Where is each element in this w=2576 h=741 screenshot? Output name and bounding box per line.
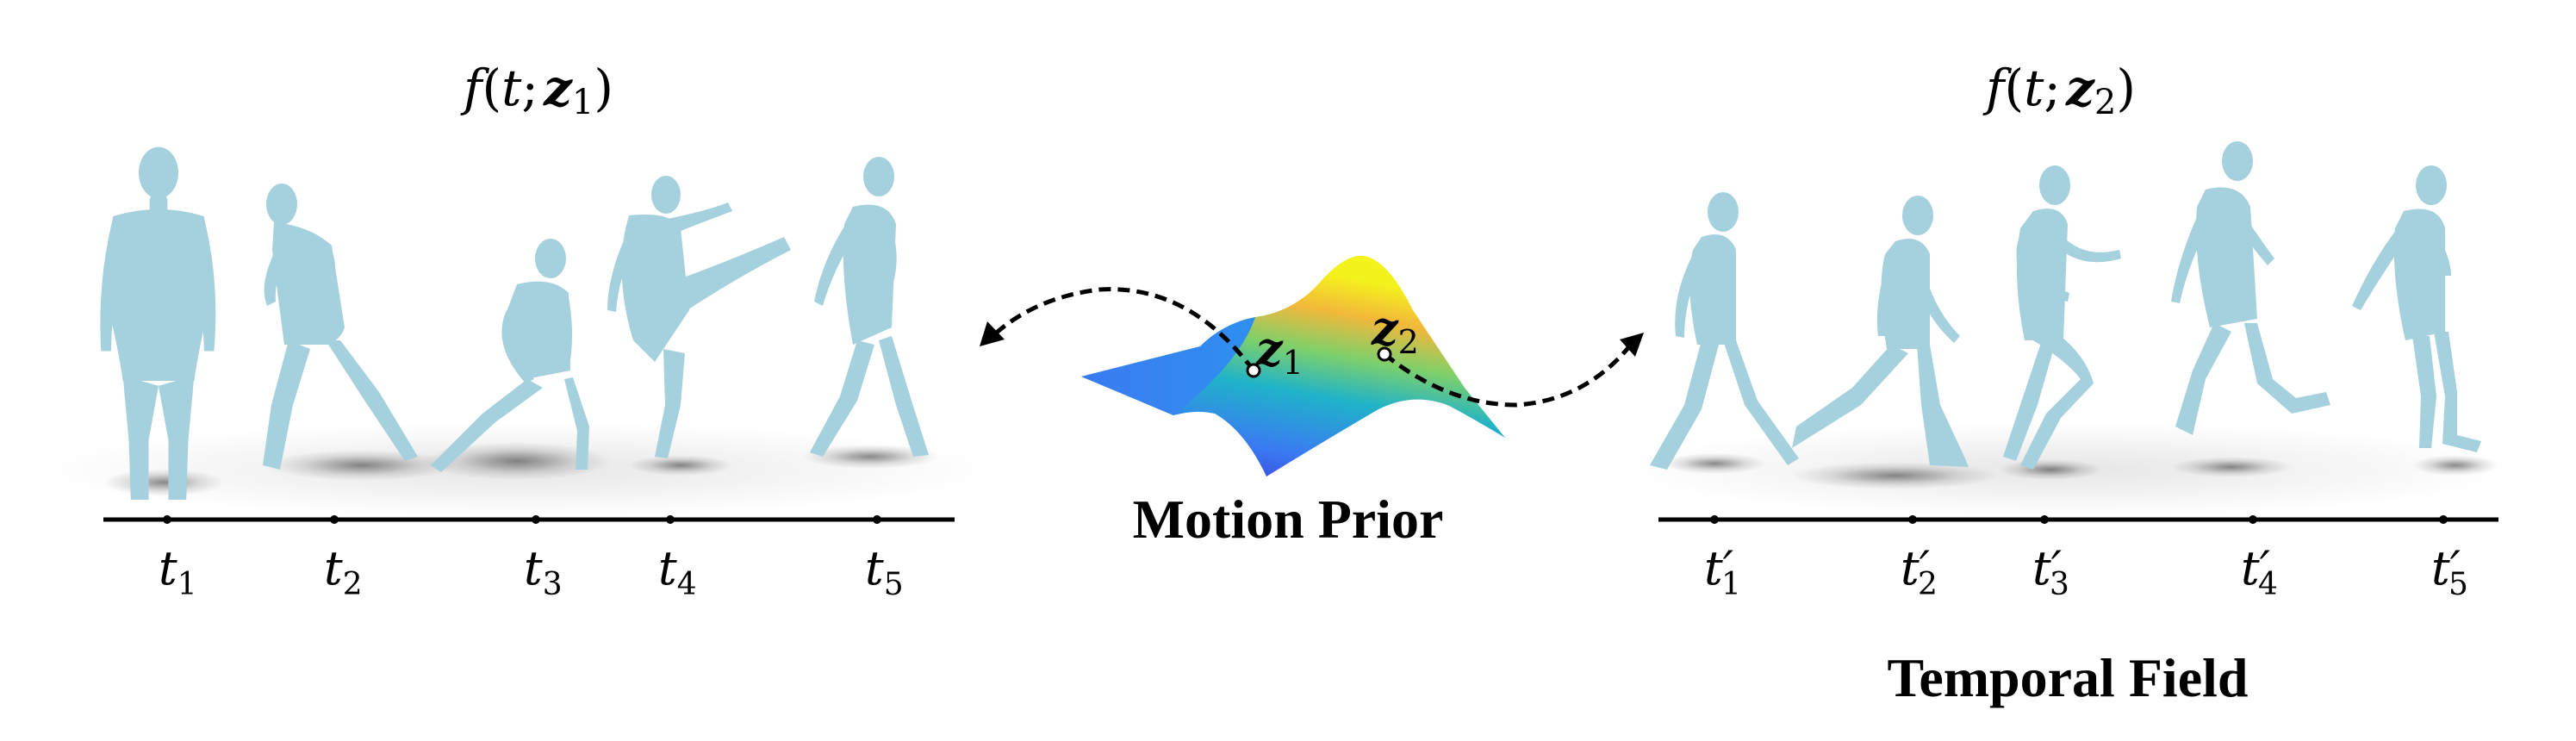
latent-label-z2: z2	[1371, 301, 1419, 361]
arrow-to-right-panel	[1383, 343, 1633, 408]
human-mesh-t1-prime	[1650, 192, 1799, 470]
human-mesh-t4	[607, 176, 791, 458]
tick-label-t1-prime: t′1	[1704, 541, 1741, 602]
tick-label-t2: t2	[324, 541, 363, 602]
tick-dot	[1908, 515, 1917, 524]
tick-dot	[1710, 515, 1719, 524]
human-mesh-t3	[431, 239, 589, 472]
shadow	[1999, 459, 2102, 480]
right-title: f(t;z2)	[1982, 59, 2136, 122]
arrowhead-left-icon	[980, 321, 1005, 346]
tick-dot	[330, 515, 339, 524]
tick-label-t2-prime: t′2	[1901, 541, 1938, 602]
tick-dot	[163, 515, 171, 524]
human-mesh-t2	[263, 184, 418, 470]
right-panel: f(t;z2)	[1620, 59, 2516, 708]
arrow-to-left-panel	[989, 287, 1255, 372]
latent-label-z1: z1	[1255, 321, 1304, 382]
arrowhead-right-icon	[1620, 333, 1644, 357]
latent-point-z2	[1377, 346, 1392, 362]
shadow	[1663, 453, 1766, 474]
tick-dot	[532, 515, 540, 524]
tick-label-t4-prime: t′4	[2241, 541, 2278, 602]
tick-label-t4: t4	[658, 541, 697, 602]
shadow	[2412, 455, 2498, 476]
shadow	[2171, 457, 2292, 477]
tick-label-t3-prime: t′3	[2032, 541, 2069, 602]
left-axis-ticks	[163, 515, 881, 524]
left-title: f(t;z1)	[460, 59, 613, 122]
human-mesh-t2-prime	[1792, 196, 1969, 467]
left-panel: f(t;z1)	[34, 59, 999, 602]
tick-dot	[873, 515, 881, 524]
latent-point-z1	[1246, 363, 1261, 378]
temporal-field-label: Temporal Field	[1888, 647, 2249, 708]
tick-label-t5-prime: t′5	[2431, 541, 2468, 602]
shadow	[103, 469, 224, 496]
human-mesh-t4-prime	[2171, 141, 2330, 435]
shadow	[1792, 462, 1999, 489]
tick-label-t3: t3	[524, 541, 563, 602]
shadow	[801, 445, 939, 469]
tick-dot	[2249, 515, 2257, 524]
tick-dot	[666, 515, 675, 524]
shadow	[422, 442, 612, 480]
human-mesh-t5	[810, 157, 929, 457]
human-mesh-t3-prime	[2003, 165, 2121, 470]
human-mesh-t5-prime	[2352, 165, 2481, 452]
tick-label-t5: t5	[865, 541, 904, 602]
tick-dot	[2040, 515, 2049, 524]
shadow	[629, 455, 732, 476]
tick-label-t1: t1	[159, 541, 197, 602]
center-panel: z1 z2 Motion Prior	[980, 255, 1644, 550]
motion-prior-label: Motion Prior	[1133, 489, 1444, 550]
right-axis-ticks	[1710, 515, 2448, 524]
motion-prior-surface	[1081, 255, 1505, 476]
tick-dot	[2439, 515, 2448, 524]
